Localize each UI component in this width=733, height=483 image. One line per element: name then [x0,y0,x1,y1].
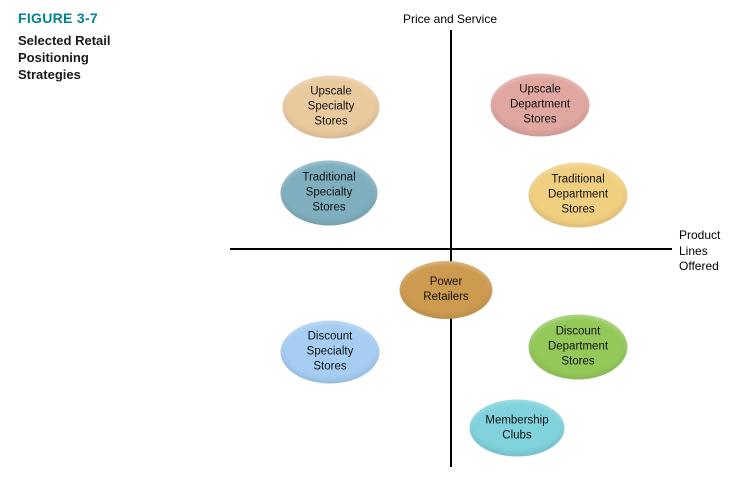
figure-title: Selected Retail Positioning Strategies [18,33,111,82]
bubble-power-retailers: Power Retailers [399,261,493,319]
bubble-membership-clubs: Membership Clubs [469,399,565,457]
y-axis-label: Price and Service [402,12,498,26]
bubble-discount-specialty-stores: Discount Specialty Stores [280,320,380,384]
bubble-upscale-department-stores: Upscale Department Stores [490,73,590,137]
bubble-traditional-department-stores: Traditional Department Stores [528,162,628,228]
bubble-discount-department-stores: Discount Department Stores [528,314,628,380]
x-axis-line [230,248,672,250]
bubble-upscale-specialty-stores: Upscale Specialty Stores [282,75,380,139]
bubble-traditional-specialty-stores: Traditional Specialty Stores [280,160,378,226]
x-axis-label: Product Lines Offered [679,228,721,274]
figure-label: FIGURE 3-7 [18,10,99,26]
